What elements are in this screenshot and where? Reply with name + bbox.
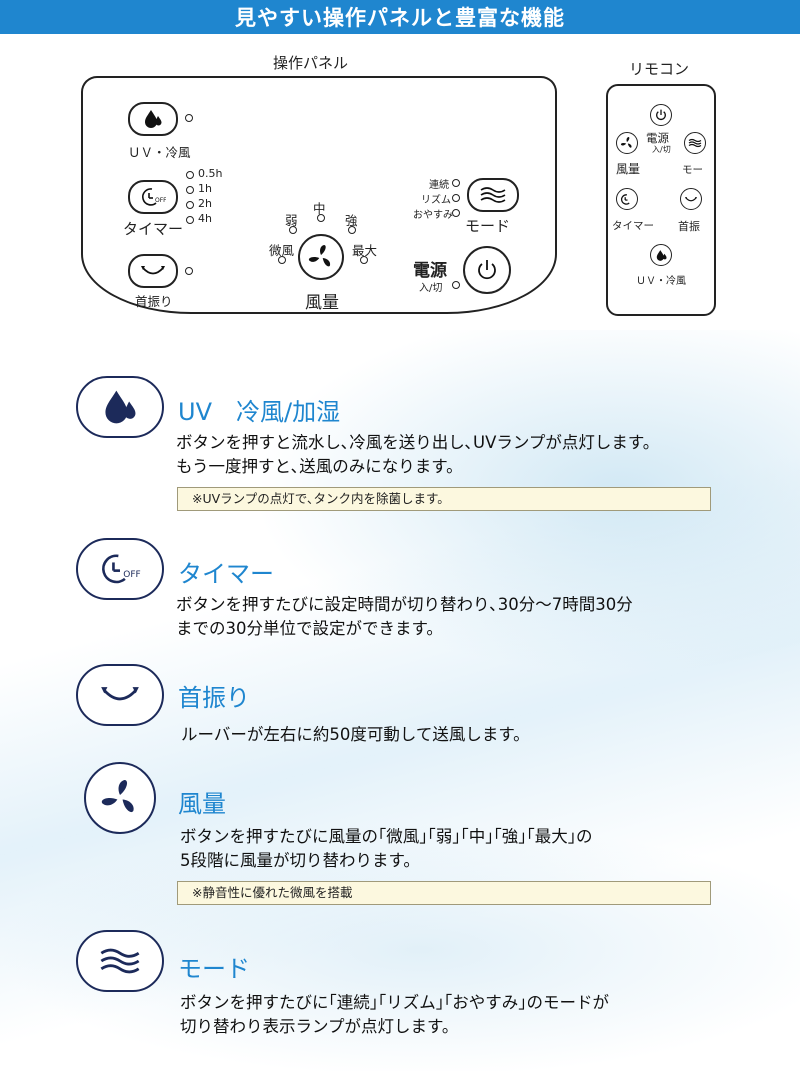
- remote-uv-label: ＵＶ・冷風: [636, 276, 686, 287]
- fan-feature-desc-2: 5段階に風量が切り替わります。: [180, 851, 420, 870]
- svg-text:OFF: OFF: [155, 197, 166, 204]
- timer-option-1: 0.5h: [198, 167, 223, 180]
- fan-level-low: 微風: [269, 243, 295, 258]
- fan-level-mid: 中: [313, 201, 326, 216]
- fan-icon: [308, 245, 331, 267]
- swing-button[interactable]: [128, 254, 178, 288]
- fan-label: 風量: [305, 293, 339, 313]
- swing-arrows-icon: [141, 266, 165, 275]
- power-button[interactable]: [463, 246, 511, 294]
- fan-feature-icon-frame: [84, 762, 156, 834]
- fan-lamp-low: [278, 256, 286, 264]
- timer-lamp-4: [186, 216, 194, 224]
- timer-off-icon: OFF: [102, 554, 141, 584]
- mode-lamp-2: [452, 194, 460, 202]
- remote-caption: リモコン: [629, 60, 690, 78]
- power-lamp: [452, 281, 460, 289]
- water-drop-icon: [105, 390, 136, 424]
- water-drop-icon: [145, 110, 162, 128]
- fan-feature-title: 風量: [178, 790, 226, 818]
- remote-power-sub: 入/切: [652, 145, 671, 154]
- timer-off-icon: [620, 193, 630, 205]
- wave-icon: [480, 187, 506, 203]
- swing-feature-desc-1: ルーバーが左右に約50度可動して送風します。: [181, 725, 530, 744]
- mode-label: モード: [465, 217, 511, 235]
- uv-label: ＵＶ・冷風: [128, 145, 191, 160]
- fan-level-max: 最大: [352, 243, 378, 258]
- swing-lamp: [185, 267, 193, 275]
- power-sub-label: 入/切: [419, 283, 443, 294]
- fan-lamp-weak: [289, 226, 297, 234]
- control-panel: ＵＶ・冷風 OFF タイマー 0.5h 1h 2h 4h 首振り 中 弱 強 微…: [81, 76, 557, 314]
- remote-mode-button[interactable]: [684, 132, 706, 154]
- remote-timer-button[interactable]: [616, 188, 638, 210]
- timer-lamp-3: [186, 201, 194, 209]
- remote-uv-button[interactable]: [650, 244, 672, 266]
- mode-lamp-1: [452, 179, 460, 187]
- wave-icon: [688, 138, 702, 148]
- timer-off-text: OFF: [123, 570, 140, 580]
- uv-feature-desc-2: もう一度押すと､送風のみになります。: [176, 457, 463, 476]
- uv-cool-button[interactable]: [128, 102, 178, 136]
- mode-option-1: 連続: [429, 180, 449, 191]
- timer-option-2: 1h: [198, 182, 212, 195]
- timer-feature-desc-1: ボタンを押すたびに設定時間が切り替わり､30分～7時間30分: [176, 595, 633, 614]
- uv-feature-note: ※UVランプの点灯で､タンク内を除菌します。: [177, 487, 711, 511]
- timer-feature-icon-frame: OFF: [76, 538, 164, 600]
- uv-feature-icon-frame: [76, 376, 164, 438]
- remote-fan-button[interactable]: [616, 132, 638, 154]
- remote-swing-button[interactable]: [680, 188, 702, 210]
- fan-feature-desc-1: ボタンを押すたびに風量の｢微風｣｢弱｣｢中｣｢強｣｢最大｣の: [180, 827, 593, 846]
- uv-feature-title: UV 冷風/加湿: [178, 398, 341, 426]
- power-icon: [478, 260, 496, 280]
- header-banner: 見やすい操作パネルと豊富な機能: [0, 0, 800, 34]
- remote-control: 電源 入/切 風量 モー タイマー 首振 ＵＶ・冷風: [606, 84, 716, 316]
- uv-lamp: [185, 114, 193, 122]
- timer-label: タイマー: [123, 220, 184, 238]
- water-drop-icon: [656, 249, 667, 261]
- fan-feature-note: ※静音性に優れた微風を搭載: [177, 881, 711, 905]
- mode-option-3: おやすみ: [413, 210, 453, 221]
- timer-lamp-1: [186, 171, 194, 179]
- fan-icon: [620, 137, 632, 148]
- fan-lamp-mid: [317, 214, 325, 222]
- swing-feature-icon-frame: [76, 664, 164, 726]
- swing-arrows-icon: [685, 196, 697, 201]
- remote-power-button[interactable]: [650, 104, 672, 126]
- timer-button[interactable]: OFF: [128, 180, 178, 214]
- mode-feature-desc-2: 切り替わり表示ランプが点灯します。: [180, 1017, 459, 1036]
- mode-button[interactable]: [467, 178, 519, 212]
- fan-lamp-max: [360, 256, 368, 264]
- timer-option-3: 2h: [198, 197, 212, 210]
- remote-fan-label: 風量: [616, 162, 641, 176]
- swing-feature-title: 首振り: [178, 684, 250, 712]
- timer-option-4: 4h: [198, 212, 212, 225]
- uv-feature-desc-1: ボタンを押すと流水し､冷風を送り出し､UVランプが点灯します。: [176, 433, 660, 452]
- mode-option-2: リズム: [421, 195, 451, 206]
- mode-feature-icon-frame: [76, 930, 164, 992]
- mode-feature-desc-1: ボタンを押すたびに｢連続｣｢リズム｣｢おやすみ｣のモードが: [180, 993, 609, 1012]
- panel-caption: 操作パネル: [273, 54, 349, 72]
- swing-arrows-icon: [101, 687, 139, 701]
- remote-swing-label: 首振: [678, 220, 700, 233]
- remote-mode-label: モー: [682, 164, 703, 176]
- fan-lamp-strong: [348, 226, 356, 234]
- timer-lamp-2: [186, 186, 194, 194]
- timer-off-icon: OFF: [142, 188, 166, 206]
- fan-level-strong: 強: [345, 213, 358, 228]
- timer-feature-desc-2: までの30分単位で設定ができます。: [176, 619, 443, 638]
- swing-label: 首振り: [135, 294, 173, 309]
- mode-lamp-3: [452, 209, 460, 217]
- timer-feature-title: タイマー: [178, 560, 274, 588]
- remote-power-label: 電源: [646, 131, 669, 145]
- fan-icon: [101, 780, 134, 813]
- fan-speed-button[interactable]: [298, 234, 344, 280]
- power-label: 電源: [413, 261, 447, 281]
- banner-title: 見やすい操作パネルと豊富な機能: [235, 6, 565, 30]
- mode-feature-title: モード: [178, 955, 250, 983]
- power-icon: [656, 109, 666, 121]
- wave-icon: [100, 948, 140, 974]
- fan-level-weak: 弱: [285, 213, 298, 228]
- remote-timer-label: タイマー: [612, 220, 654, 232]
